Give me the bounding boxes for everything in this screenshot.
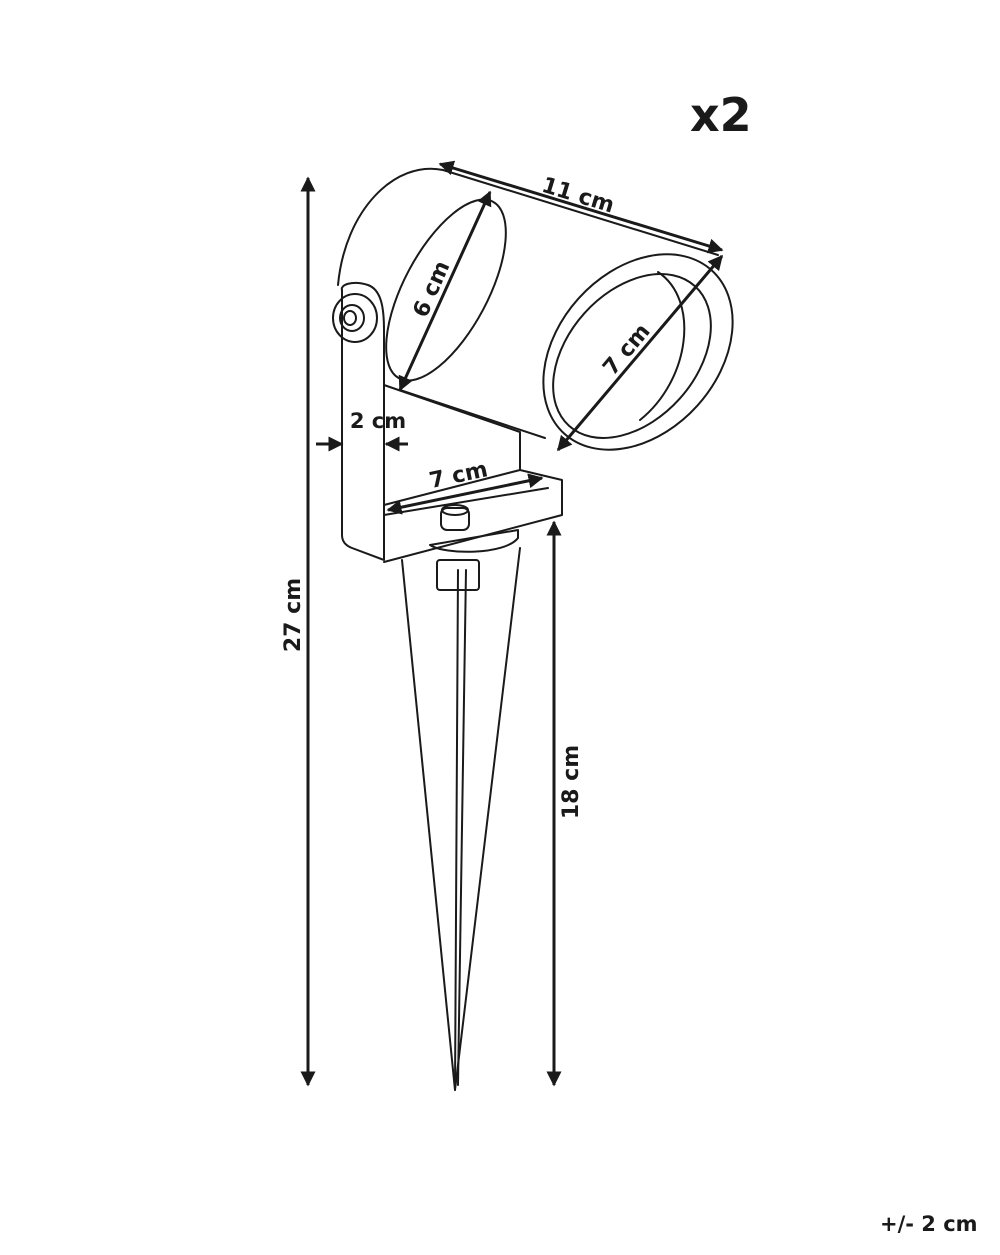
label-bracket-thickness: 2 cm	[350, 409, 406, 433]
label-total-height: 27 cm	[281, 578, 306, 652]
dim-line-head-length	[438, 160, 724, 254]
label-stake-length: 18 cm	[559, 745, 584, 819]
label-head-rear: 6 cm	[409, 257, 456, 321]
label-bracket-width: 7 cm	[427, 457, 490, 494]
dim-line-head-rear	[398, 190, 492, 392]
connector-post-top	[441, 504, 469, 516]
connector-post	[440, 507, 470, 531]
pivot-knob-outer	[332, 293, 378, 343]
label-lens: 7 cm	[599, 319, 656, 380]
ground-stake-rib	[454, 569, 467, 1091]
ground-stake	[401, 547, 521, 1091]
dim-line-lens	[556, 254, 724, 452]
dim-line-bracket-width	[386, 473, 544, 515]
quantity-label: x2	[690, 88, 752, 142]
pivot-knob-cap	[343, 310, 357, 326]
pivot-knob-inner	[339, 304, 365, 332]
stake-collar	[429, 529, 519, 553]
bracket-side-plate	[340, 281, 385, 561]
tolerance-label: +/- 2 cm	[880, 1212, 978, 1236]
